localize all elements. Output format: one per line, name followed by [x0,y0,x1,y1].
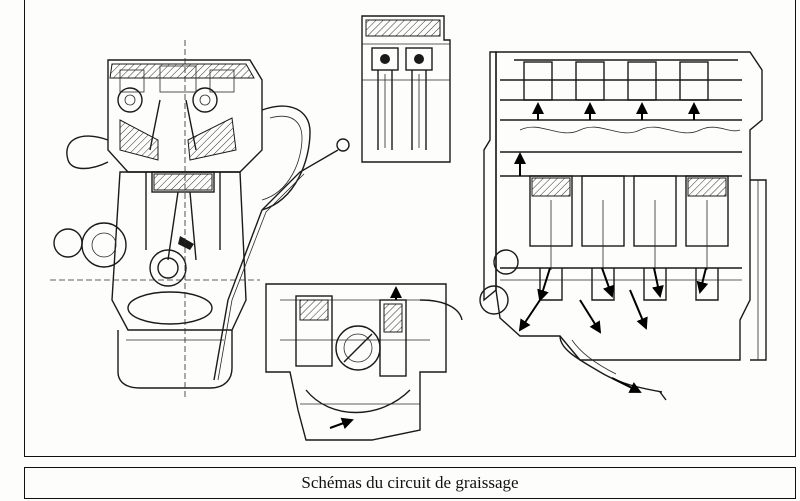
pistons [529,175,729,270]
diagram-frame [24,0,796,457]
cam-towers [523,61,709,101]
engine-cross-section-left [50,40,350,400]
oil-flow-arrows [514,102,709,393]
diagram-caption: Schémas du circuit de graissage [301,473,519,492]
engine-longitudinal-section-right [479,51,767,401]
caption-box: Schémas du circuit de graissage [24,467,796,499]
valve-detail-center-top [361,15,451,163]
oil-pump-section-center [265,283,463,441]
